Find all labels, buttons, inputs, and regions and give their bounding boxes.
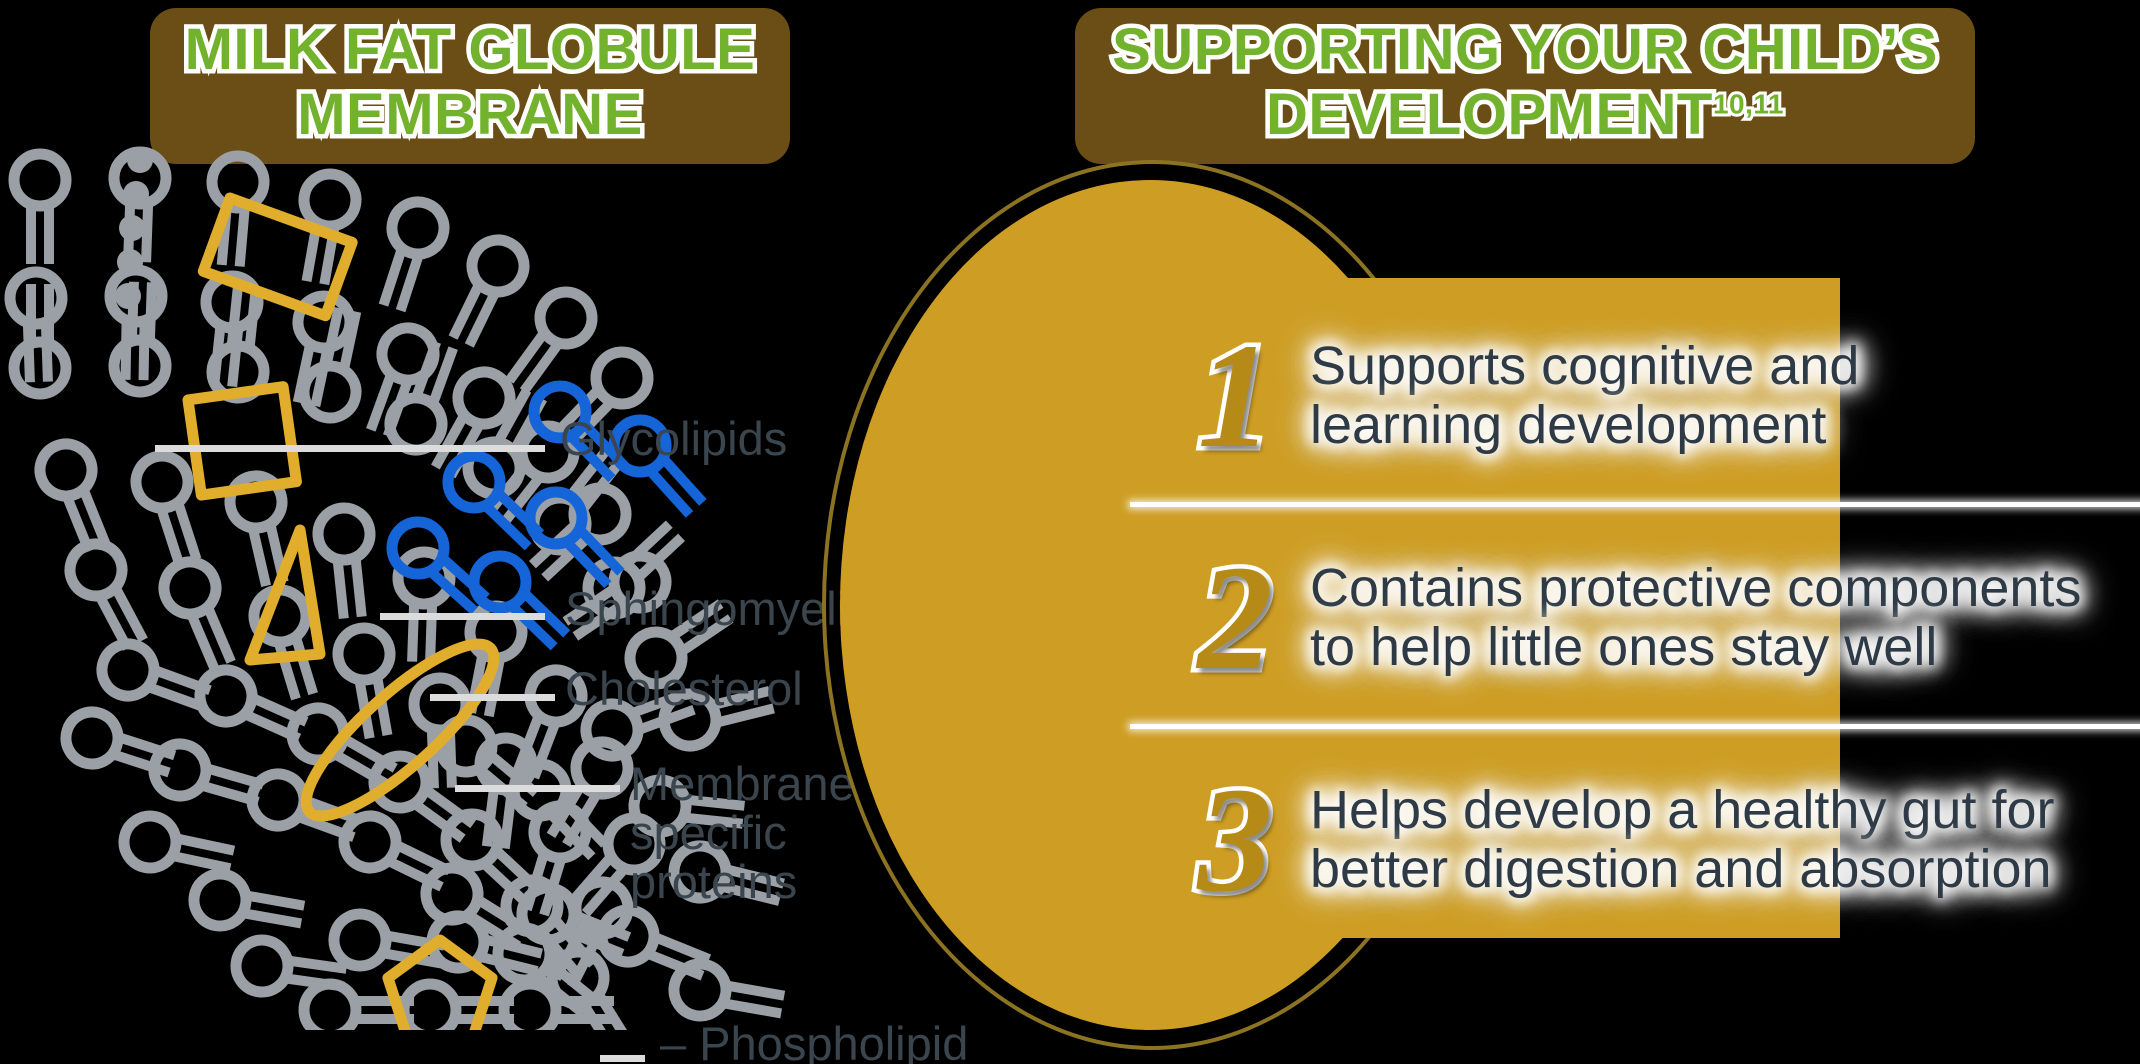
left-title-line-2: MEMBRANE xyxy=(293,77,647,151)
label-sphingomyelin: Sphingomyelin xyxy=(565,582,874,635)
leader-line-membrane-proteins xyxy=(455,785,620,792)
label-phospholipid: – Phospholipid xyxy=(660,1017,969,1064)
lipid-field xyxy=(9,147,788,1030)
benefit-number-3: 3 xyxy=(1193,757,1277,923)
glycolipid-and-protein-shapes xyxy=(182,192,500,1030)
right-title-line-2: DEVELOPMENT10,11 xyxy=(1105,77,1945,151)
benefit-item-1: 1 Supports cognitive and learning develo… xyxy=(1160,290,2140,502)
right-title-line-2-text: DEVELOPMENT xyxy=(1261,77,1717,151)
right-title-superscript: 10,11 xyxy=(1710,86,1787,123)
glycan-chain xyxy=(115,147,153,309)
left-title-plate: MILK FAT GLOBULE MEMBRANE xyxy=(150,8,790,164)
right-title-plate: SUPPORTING YOUR CHILD’S DEVELOPMENT10,11 xyxy=(1075,8,1975,164)
benefit-divider-2 xyxy=(1130,724,2140,729)
milk-fat-globule-membrane-diagram: Glycolipids Sphingomyelin Cholesterol Me… xyxy=(0,130,1010,1064)
membrane-svg xyxy=(0,130,1010,1030)
protein-triangle xyxy=(244,524,326,666)
left-title-line-1: MILK FAT GLOBULE xyxy=(180,13,759,87)
glycolipid-rect-1 xyxy=(197,192,358,322)
benefits-panel: 1 Supports cognitive and learning develo… xyxy=(822,150,2140,1064)
benefit-number-1: 1 xyxy=(1193,313,1277,479)
leader-line-cholesterol xyxy=(430,694,555,701)
gold-panel-block xyxy=(1140,278,1840,938)
label-cholesterol: Cholesterol xyxy=(565,662,803,715)
label-glycolipids: Glycolipids xyxy=(560,412,788,465)
benefit-item-2: 2 Contains protective components to help… xyxy=(1160,512,2140,724)
benefit-item-3: 3 Helps develop a healthy gut for better… xyxy=(1160,734,2140,946)
right-title-line-1: SUPPORTING YOUR CHILD’S xyxy=(1108,13,1942,87)
protein-pentagon xyxy=(382,934,498,1030)
leader-line-glycolipids xyxy=(155,445,545,452)
leader-line-sphingomyelin xyxy=(380,613,545,620)
membrane-protein-ellipse xyxy=(300,638,500,822)
benefit-divider-1 xyxy=(1130,502,2140,507)
benefit-text-1: Supports cognitive and learning developm… xyxy=(1310,335,1860,455)
benefit-text-3: Helps develop a healthy gut for better d… xyxy=(1310,779,2055,899)
benefit-number-2: 2 xyxy=(1193,535,1277,701)
label-membrane-specific-proteins: Membrane specific proteins xyxy=(630,757,855,908)
leader-line-phospholipid xyxy=(600,1055,645,1062)
benefit-text-2: Contains protective components to help l… xyxy=(1310,557,2082,677)
